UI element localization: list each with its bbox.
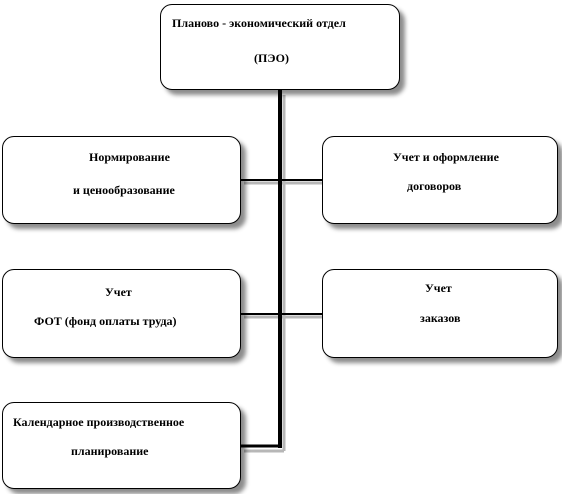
- node-planirovanie: Календарное производственное планировани…: [2, 402, 241, 489]
- node-dogovory: Учет и оформление договоров: [322, 136, 558, 224]
- node-dogovory-line1: Учет и оформление: [393, 150, 499, 164]
- node-peo-line2: (ПЭО): [254, 51, 289, 65]
- node-fot: Учет ФОТ (фонд оплаты труда): [2, 269, 241, 358]
- node-dogovory-line2: договоров: [407, 179, 462, 193]
- node-peo: Планово - экономический отдел (ПЭО): [160, 4, 400, 90]
- node-peo-line1: Планово - экономический отдел: [172, 16, 346, 30]
- node-fot-line1: Учет: [105, 285, 132, 299]
- node-zakazy-line2: заказов: [420, 311, 461, 325]
- node-planirovanie-line1: Календарное производственное: [13, 415, 185, 429]
- node-normirovanie-line1: Нормирование: [89, 150, 170, 164]
- node-normirovanie: Нормирование и ценообразование: [2, 136, 241, 224]
- node-zakazy-line1: Учет: [425, 281, 452, 295]
- node-planirovanie-line2: планирование: [71, 444, 149, 458]
- node-fot-line2: ФОТ (фонд оплаты труда): [34, 314, 177, 328]
- node-normirovanie-line2: и ценообразование: [73, 183, 175, 197]
- node-zakazy: Учет заказов: [322, 269, 558, 358]
